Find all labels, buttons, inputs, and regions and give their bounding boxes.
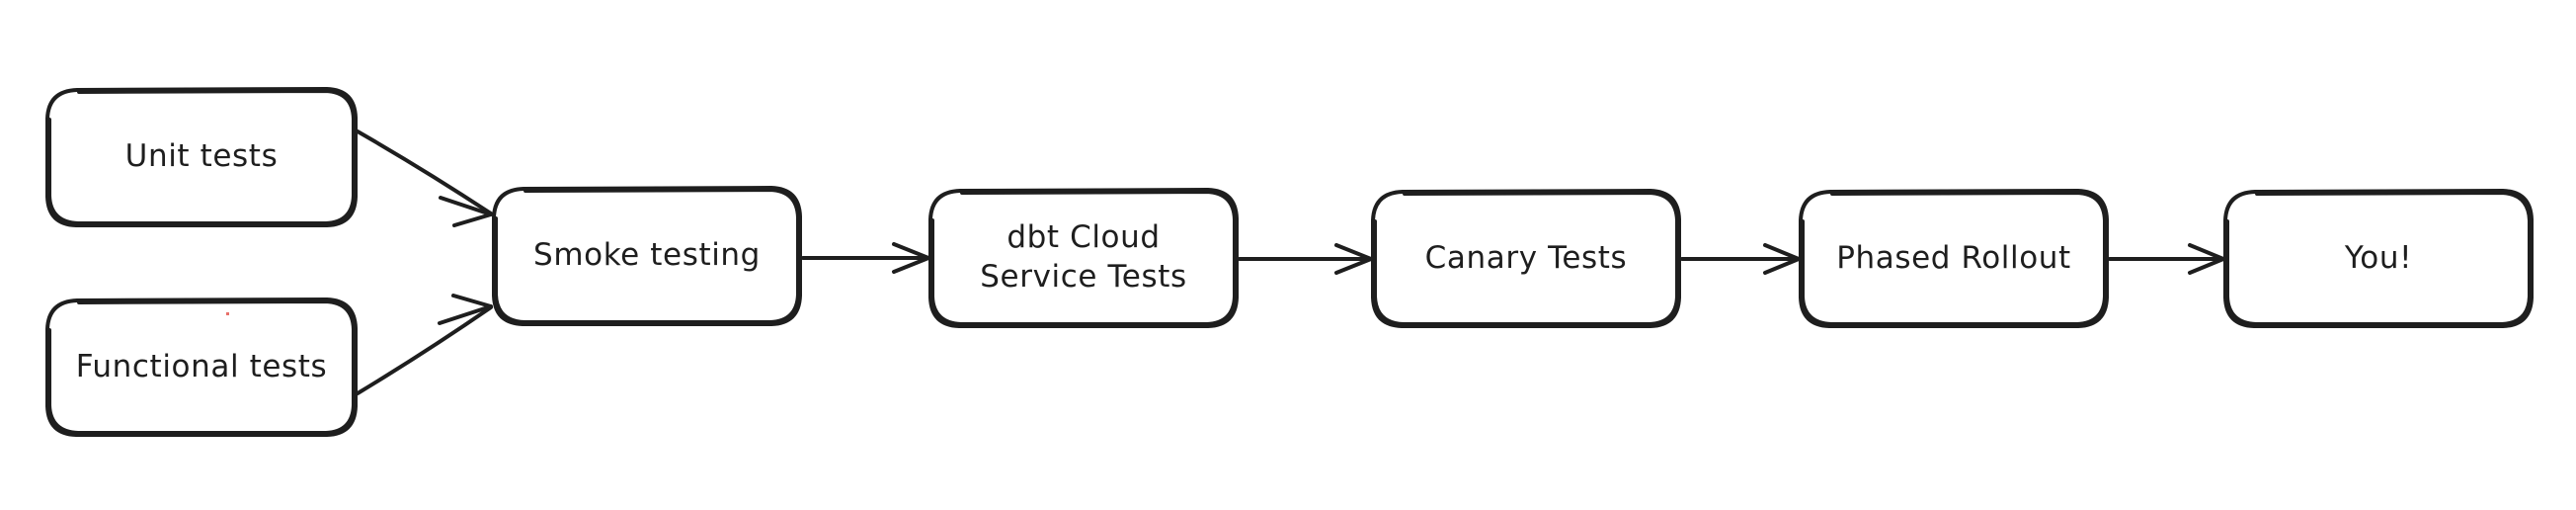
node-canary-tests[interactable] <box>1371 189 1681 328</box>
node-functional-tests[interactable] <box>45 298 358 437</box>
node-you[interactable] <box>2223 189 2534 328</box>
node-dbt-cloud-service-tests[interactable] <box>928 188 1239 328</box>
edge-unit-to-smoke <box>356 129 493 227</box>
edge-phased-to-you <box>2108 243 2225 275</box>
edge-dbt-to-canary <box>1238 243 1373 275</box>
render-artifact-dot <box>226 312 229 315</box>
edge-canary-to-phased <box>1680 243 1801 275</box>
edge-smoke-to-dbt <box>801 242 930 274</box>
edge-functional-to-smoke <box>356 294 493 395</box>
node-smoke-testing[interactable] <box>492 186 802 326</box>
node-unit-tests[interactable] <box>45 87 358 227</box>
node-phased-rollout[interactable] <box>1799 189 2109 328</box>
